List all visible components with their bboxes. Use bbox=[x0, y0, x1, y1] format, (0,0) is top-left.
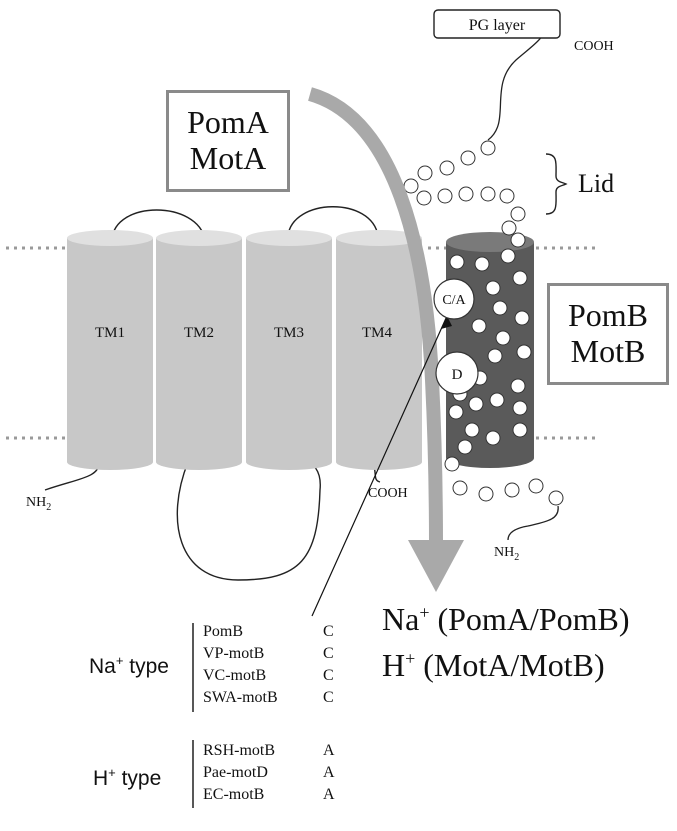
tm-labels: TM1 TM2 TM3 TM4 bbox=[95, 325, 393, 341]
n-terminus-pomb-tail bbox=[507, 505, 559, 541]
residue-letter: C bbox=[323, 623, 334, 640]
residue-letter: C bbox=[323, 689, 334, 706]
ion-flow-arrowhead bbox=[408, 540, 464, 592]
lid-residues bbox=[403, 140, 526, 248]
ion-h-symbol: H bbox=[382, 647, 406, 683]
cooh-top-label: COOH bbox=[574, 39, 614, 54]
table-row: EC-motB A bbox=[203, 784, 353, 806]
gene-name: EC-motB bbox=[203, 786, 265, 803]
tm2-label: TM2 bbox=[184, 325, 214, 341]
tm3-label: TM3 bbox=[274, 325, 304, 341]
mota-label: MotA bbox=[189, 140, 267, 176]
residue-letter: A bbox=[323, 742, 335, 759]
gene-name: PomB bbox=[203, 623, 244, 640]
motb-label: MotB bbox=[570, 333, 646, 369]
na-type-label: Na+ type bbox=[89, 653, 169, 678]
ion-line-na: Na+ (PomA/PomB) bbox=[382, 601, 630, 638]
h-type-table: RSH-motB A Pae-motD A EC-motB A bbox=[203, 740, 353, 806]
pg-layer-box bbox=[433, 9, 561, 39]
residue-pointer-head bbox=[441, 316, 452, 329]
tm2-cylinder bbox=[156, 230, 242, 470]
ion-h-charge: + bbox=[405, 648, 416, 669]
loop-tm1-tm2 bbox=[111, 209, 206, 241]
residue-letter: C bbox=[323, 645, 334, 662]
pomb-helix-residues bbox=[444, 248, 532, 472]
table-row: Pae-motD A bbox=[203, 762, 353, 784]
pomb-motb-box: PomB MotB bbox=[547, 283, 669, 385]
ion-na-symbol: Na bbox=[382, 601, 420, 637]
table-row: RSH-motB A bbox=[203, 740, 353, 762]
table-row: VC-motB C bbox=[203, 665, 353, 687]
n-terminal-residues bbox=[452, 478, 564, 506]
tm1-cylinder bbox=[67, 230, 153, 470]
ion-h-text: (MotA/MotB) bbox=[415, 647, 605, 683]
poma-label: PomA bbox=[187, 104, 269, 141]
table-row: VP-motB C bbox=[203, 643, 353, 665]
ion-flow-arrow bbox=[307, 87, 443, 546]
gene-name: RSH-motB bbox=[203, 742, 276, 759]
table-row: PomB C bbox=[203, 621, 353, 643]
membrane-boundaries bbox=[6, 246, 600, 440]
residue-pointer-line bbox=[311, 315, 448, 617]
ion-line-h: H+ (MotA/MotB) bbox=[382, 647, 605, 684]
tm4-cylinder bbox=[336, 230, 422, 470]
ca-residue-circle bbox=[433, 278, 475, 320]
gene-name: VC-motB bbox=[203, 667, 267, 684]
cooh-mid-label: COOH bbox=[368, 486, 408, 501]
gene-name: SWA-motB bbox=[203, 689, 278, 706]
residue-letter: A bbox=[323, 764, 335, 781]
gene-name: VP-motB bbox=[203, 645, 265, 662]
lid-label: Lid bbox=[578, 169, 614, 198]
residue-letter: A bbox=[323, 786, 335, 803]
nh2-left-label: NH2 bbox=[26, 495, 51, 513]
d-residue-circle bbox=[435, 351, 479, 395]
lid-bracket bbox=[545, 153, 568, 215]
nh2-right-label: NH2 bbox=[494, 545, 519, 563]
tm4-label: TM4 bbox=[362, 325, 393, 341]
tm-cylinders bbox=[67, 230, 422, 470]
pg-layer-label: PG layer bbox=[469, 17, 526, 34]
loop-tm3-tm4 bbox=[287, 206, 379, 237]
gene-name: Pae-motD bbox=[203, 764, 268, 781]
ion-na-charge: + bbox=[419, 602, 430, 623]
tm1-label: TM1 bbox=[95, 325, 125, 341]
tm3-cylinder bbox=[246, 230, 332, 470]
poma-mota-box: PomA MotA bbox=[166, 90, 290, 192]
pomb-label: PomB bbox=[567, 297, 649, 334]
d-residue-label: D bbox=[452, 367, 463, 383]
residue-letter: C bbox=[323, 667, 334, 684]
ion-na-text: (PomA/PomB) bbox=[429, 601, 630, 637]
h-type-label: H+ type bbox=[93, 765, 162, 790]
pg-tail bbox=[487, 27, 544, 141]
ca-residue-label: C/A bbox=[442, 293, 466, 308]
na-type-table: PomB C VP-motB C VC-motB C SWA-motB C bbox=[203, 621, 353, 709]
loop-tm2-tm3 bbox=[176, 461, 321, 581]
table-row: SWA-motB C bbox=[203, 687, 353, 709]
